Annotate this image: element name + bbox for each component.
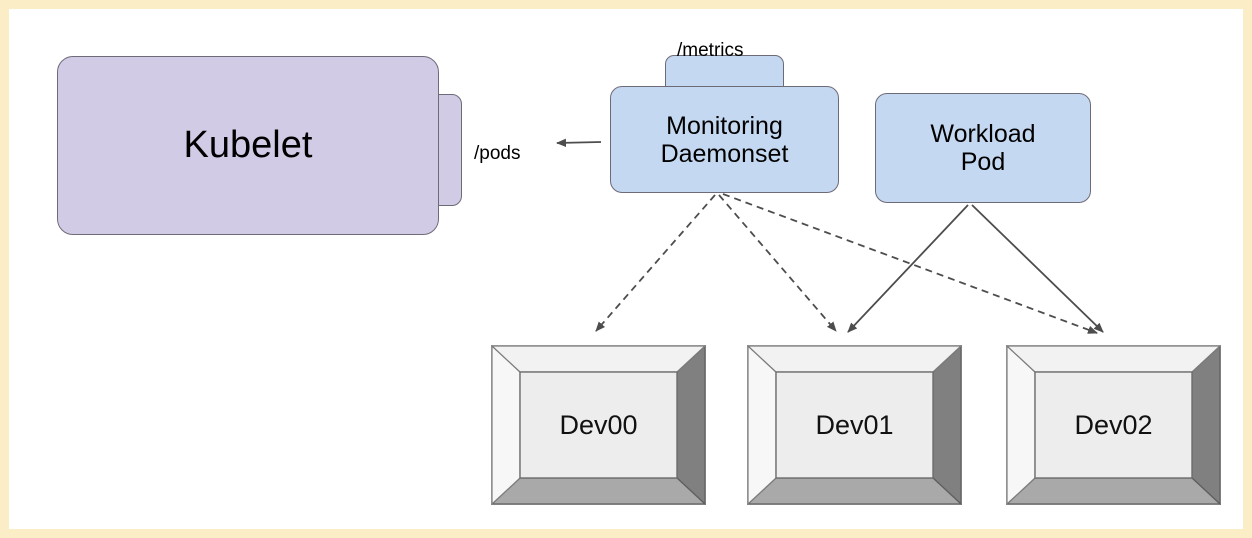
edge-monitoring-to-dev00 — [595, 194, 716, 332]
kubelet-node[interactable] — [57, 56, 439, 235]
edge-workload-to-dev02 — [971, 204, 1104, 333]
edge-monitoring-to-kubelet — [556, 138, 602, 147]
workload-pod-node[interactable] — [875, 93, 1091, 203]
monitoring-daemonset-node[interactable] — [610, 86, 839, 193]
device-shape-icon — [747, 345, 962, 505]
diagram-stage: Kubelet Monitoring Daemonset Workload Po… — [9, 9, 1243, 529]
device-shape-icon — [491, 345, 706, 505]
device-node-dev01[interactable]: Dev01 — [747, 345, 962, 505]
edge-monitoring-to-dev02 — [722, 193, 1098, 334]
device-shape-icon — [1006, 345, 1221, 505]
device-node-dev00[interactable]: Dev00 — [491, 345, 706, 505]
edge-monitoring-to-dev01 — [718, 194, 837, 332]
pods-edge-label: /pods — [474, 143, 521, 164]
edge-workload-to-dev01 — [847, 204, 969, 333]
device-node-dev02[interactable]: Dev02 — [1006, 345, 1221, 505]
